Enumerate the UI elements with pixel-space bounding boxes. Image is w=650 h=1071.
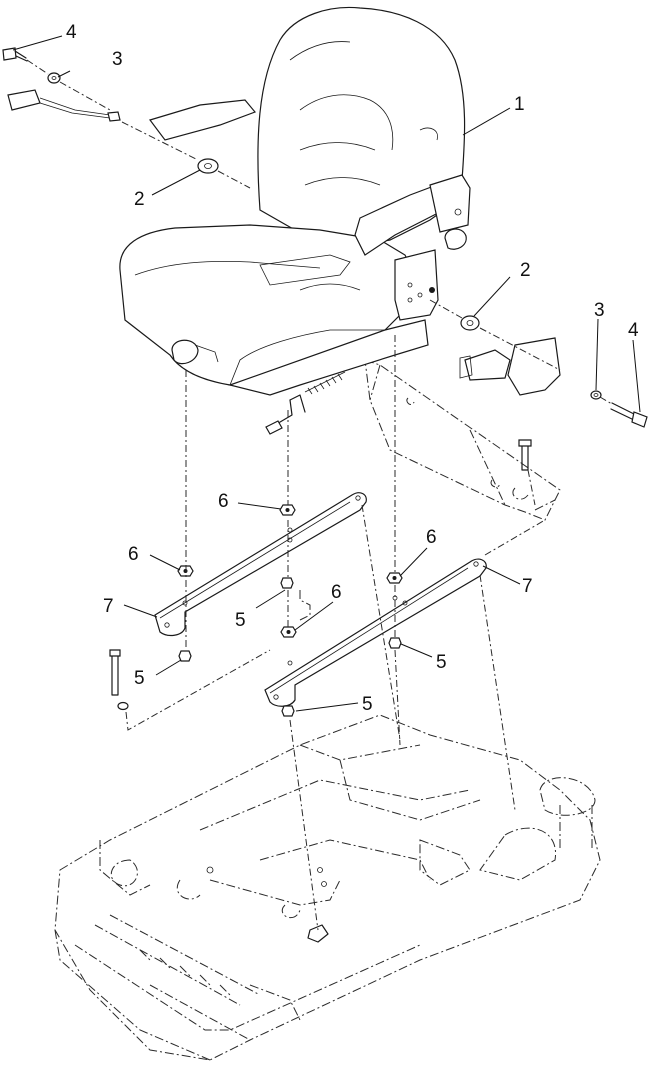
callout-labels: 1 2 2 3 3 4 4 5 5 5 5 6 6 6 6 7 7 [66, 22, 639, 715]
callout-7-rail-right: 7 [522, 576, 533, 597]
callout-3-lockwasher-left: 3 [112, 49, 123, 70]
callout-1-seat: 1 [514, 94, 525, 115]
callout-6-spacer-d: 6 [331, 582, 342, 603]
seat-belt-left [7, 89, 121, 122]
callout-4-bolt-right: 4 [628, 320, 639, 341]
callout-6-spacer-b: 6 [128, 544, 139, 565]
callout-2-washer-left: 2 [134, 189, 145, 210]
hardware-right [429, 299, 648, 428]
callout-3-lockwasher-right: 3 [594, 300, 605, 321]
callout-2-washer-right: 2 [520, 260, 531, 281]
callout-5-nut-a: 5 [235, 610, 246, 631]
callout-5-nut-c: 5 [436, 652, 447, 673]
assembly-centerlines [125, 335, 546, 931]
operator-seat [119, 6, 471, 435]
callout-6-spacer-a: 6 [218, 491, 229, 512]
callout-7-rail-left: 7 [103, 596, 114, 617]
fasteners [109, 439, 532, 717]
callout-6-spacer-c: 6 [426, 527, 437, 548]
callout-4-bolt-left: 4 [66, 22, 77, 43]
mower-frame-ghost [54, 714, 601, 1061]
leader-lines [12, 35, 641, 712]
seat-slide-rails [154, 492, 487, 707]
seat-belt-right [459, 337, 561, 396]
callout-5-nut-b: 5 [134, 668, 145, 689]
hardware-left [2, 47, 251, 189]
callout-5-nut-d: 5 [362, 694, 373, 715]
seat-support-bracket-ghost [299, 359, 561, 621]
